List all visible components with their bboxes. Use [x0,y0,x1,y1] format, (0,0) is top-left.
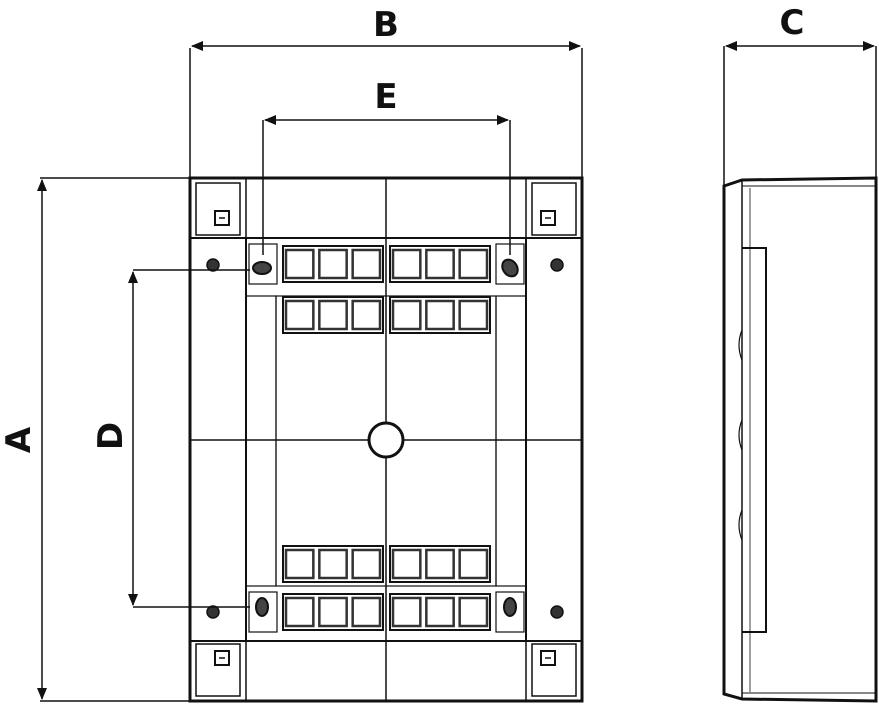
module-slot [425,299,455,331]
dimension-lines [37,41,877,702]
module-slot [351,596,382,628]
center-hole-icon [367,421,405,459]
dimension-label-c: C [780,3,805,43]
front-view [188,176,584,703]
module-slot [425,248,455,280]
module-slot [458,248,489,280]
dimension-label-e: E [374,77,397,117]
side-outline [722,176,878,703]
module-slot [425,596,455,628]
mounting-slot-icon [503,597,517,617]
module-slot [458,596,489,628]
module-slot [284,248,315,280]
latch-icon-bottom-left [214,650,230,666]
latch-icon-top-right [540,210,556,226]
module-slot [351,299,382,331]
latch-icon-bottom-right [540,650,556,666]
mounting-slot-icon [501,258,519,278]
module-slot [318,596,348,628]
module-slot [351,548,382,580]
side-view [722,176,878,703]
module-slot [284,596,315,628]
module-slot [458,299,489,331]
mounting-slot-icon [252,261,272,275]
dimension-label-b: B [373,5,399,45]
module-slot [351,248,382,280]
module-slot [284,548,315,580]
module-slot [318,548,348,580]
module-slot [425,548,455,580]
module-slot [391,596,422,628]
latch-icon-top-left [214,210,230,226]
module-rows [282,245,491,631]
module-slot [391,248,422,280]
module-slot [458,548,489,580]
module-slot [318,299,348,331]
screw-icon [206,605,220,619]
module-slot [318,248,348,280]
screw-icon [206,258,220,272]
screw-icon [550,258,564,272]
screw-icon [550,605,564,619]
dimension-label-d: D [91,422,131,450]
module-slot [391,299,422,331]
mounting-slot-icon [255,597,269,617]
module-slot [391,548,422,580]
dimension-label-a: A [0,426,39,453]
module-slot [284,299,315,331]
